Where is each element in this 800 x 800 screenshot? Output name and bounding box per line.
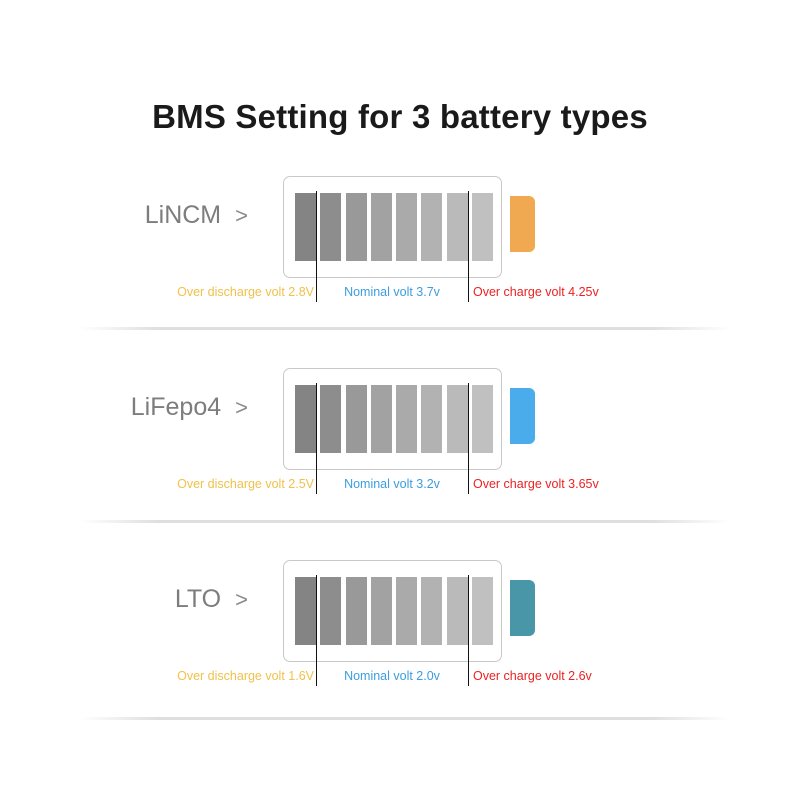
battery-terminal-cap bbox=[510, 388, 535, 444]
charge-bar bbox=[396, 193, 418, 261]
charge-bar bbox=[295, 193, 316, 261]
charge-bar bbox=[370, 577, 392, 645]
charge-bar bbox=[295, 577, 316, 645]
battery-type-label-lincm[interactable]: LiNCM > bbox=[0, 201, 248, 230]
battery-type-label-lifepo4[interactable]: LiFepo4 > bbox=[0, 393, 248, 422]
charge-bar bbox=[345, 385, 367, 453]
charge-bar bbox=[320, 577, 342, 645]
charge-bar bbox=[345, 193, 367, 261]
battery-row-lifepo4: LiFepo4 > Over discharge volt 2.5V Nomina… bbox=[0, 357, 800, 517]
chevron-right-icon: > bbox=[235, 587, 248, 612]
battery-charge-bars bbox=[295, 577, 493, 645]
over-discharge-label: Over discharge volt 2.5V bbox=[177, 477, 314, 491]
over-discharge-threshold-line bbox=[316, 383, 317, 494]
row-separator bbox=[80, 717, 730, 720]
charge-bar bbox=[421, 385, 443, 453]
charge-bar bbox=[396, 577, 418, 645]
type-name: LiFepo4 bbox=[130, 393, 222, 421]
battery-charge-bars bbox=[295, 193, 493, 261]
over-charge-label: Over charge volt 3.65v bbox=[473, 477, 599, 491]
over-charge-label: Over charge volt 4.25v bbox=[473, 285, 599, 299]
charge-bar bbox=[345, 577, 367, 645]
over-charge-threshold-line bbox=[468, 191, 469, 302]
battery-type-label-lto[interactable]: LTO > bbox=[0, 585, 248, 614]
charge-bar bbox=[471, 385, 493, 453]
over-discharge-threshold-line bbox=[316, 575, 317, 686]
battery-row-lincm: LiNCM > Over discharge volt 2.8V Nominal … bbox=[0, 165, 800, 325]
row-separator bbox=[80, 327, 730, 330]
charge-bar bbox=[320, 385, 342, 453]
over-discharge-threshold-line bbox=[316, 191, 317, 302]
chevron-right-icon: > bbox=[235, 203, 248, 228]
type-name: LiNCM bbox=[144, 201, 222, 229]
over-charge-threshold-line bbox=[468, 575, 469, 686]
charge-bar bbox=[396, 385, 418, 453]
over-discharge-label: Over discharge volt 2.8V bbox=[177, 285, 314, 299]
charge-bar bbox=[421, 193, 443, 261]
over-discharge-label: Over discharge volt 1.6V bbox=[177, 669, 314, 683]
row-separator bbox=[80, 520, 730, 523]
charge-bar bbox=[471, 193, 493, 261]
chevron-right-icon: > bbox=[235, 395, 248, 420]
battery-charge-bars bbox=[295, 385, 493, 453]
charge-bar bbox=[446, 385, 468, 453]
charge-bar bbox=[295, 385, 316, 453]
charge-bar bbox=[370, 385, 392, 453]
charge-bar bbox=[421, 577, 443, 645]
nominal-volt-label: Nominal volt 2.0v bbox=[344, 669, 440, 683]
over-charge-threshold-line bbox=[468, 383, 469, 494]
charge-bar bbox=[471, 577, 493, 645]
battery-row-lto: LTO > Over discharge volt 1.6V Nominal vo… bbox=[0, 549, 800, 709]
battery-terminal-cap bbox=[510, 580, 535, 636]
nominal-volt-label: Nominal volt 3.7v bbox=[344, 285, 440, 299]
charge-bar bbox=[320, 193, 342, 261]
battery-terminal-cap bbox=[510, 196, 535, 252]
charge-bar bbox=[446, 577, 468, 645]
page-title: BMS Setting for 3 battery types bbox=[152, 98, 648, 135]
type-name: LTO bbox=[174, 585, 222, 613]
charge-bar bbox=[446, 193, 468, 261]
over-charge-label: Over charge volt 2.6v bbox=[473, 669, 592, 683]
charge-bar bbox=[370, 193, 392, 261]
nominal-volt-label: Nominal volt 3.2v bbox=[344, 477, 440, 491]
